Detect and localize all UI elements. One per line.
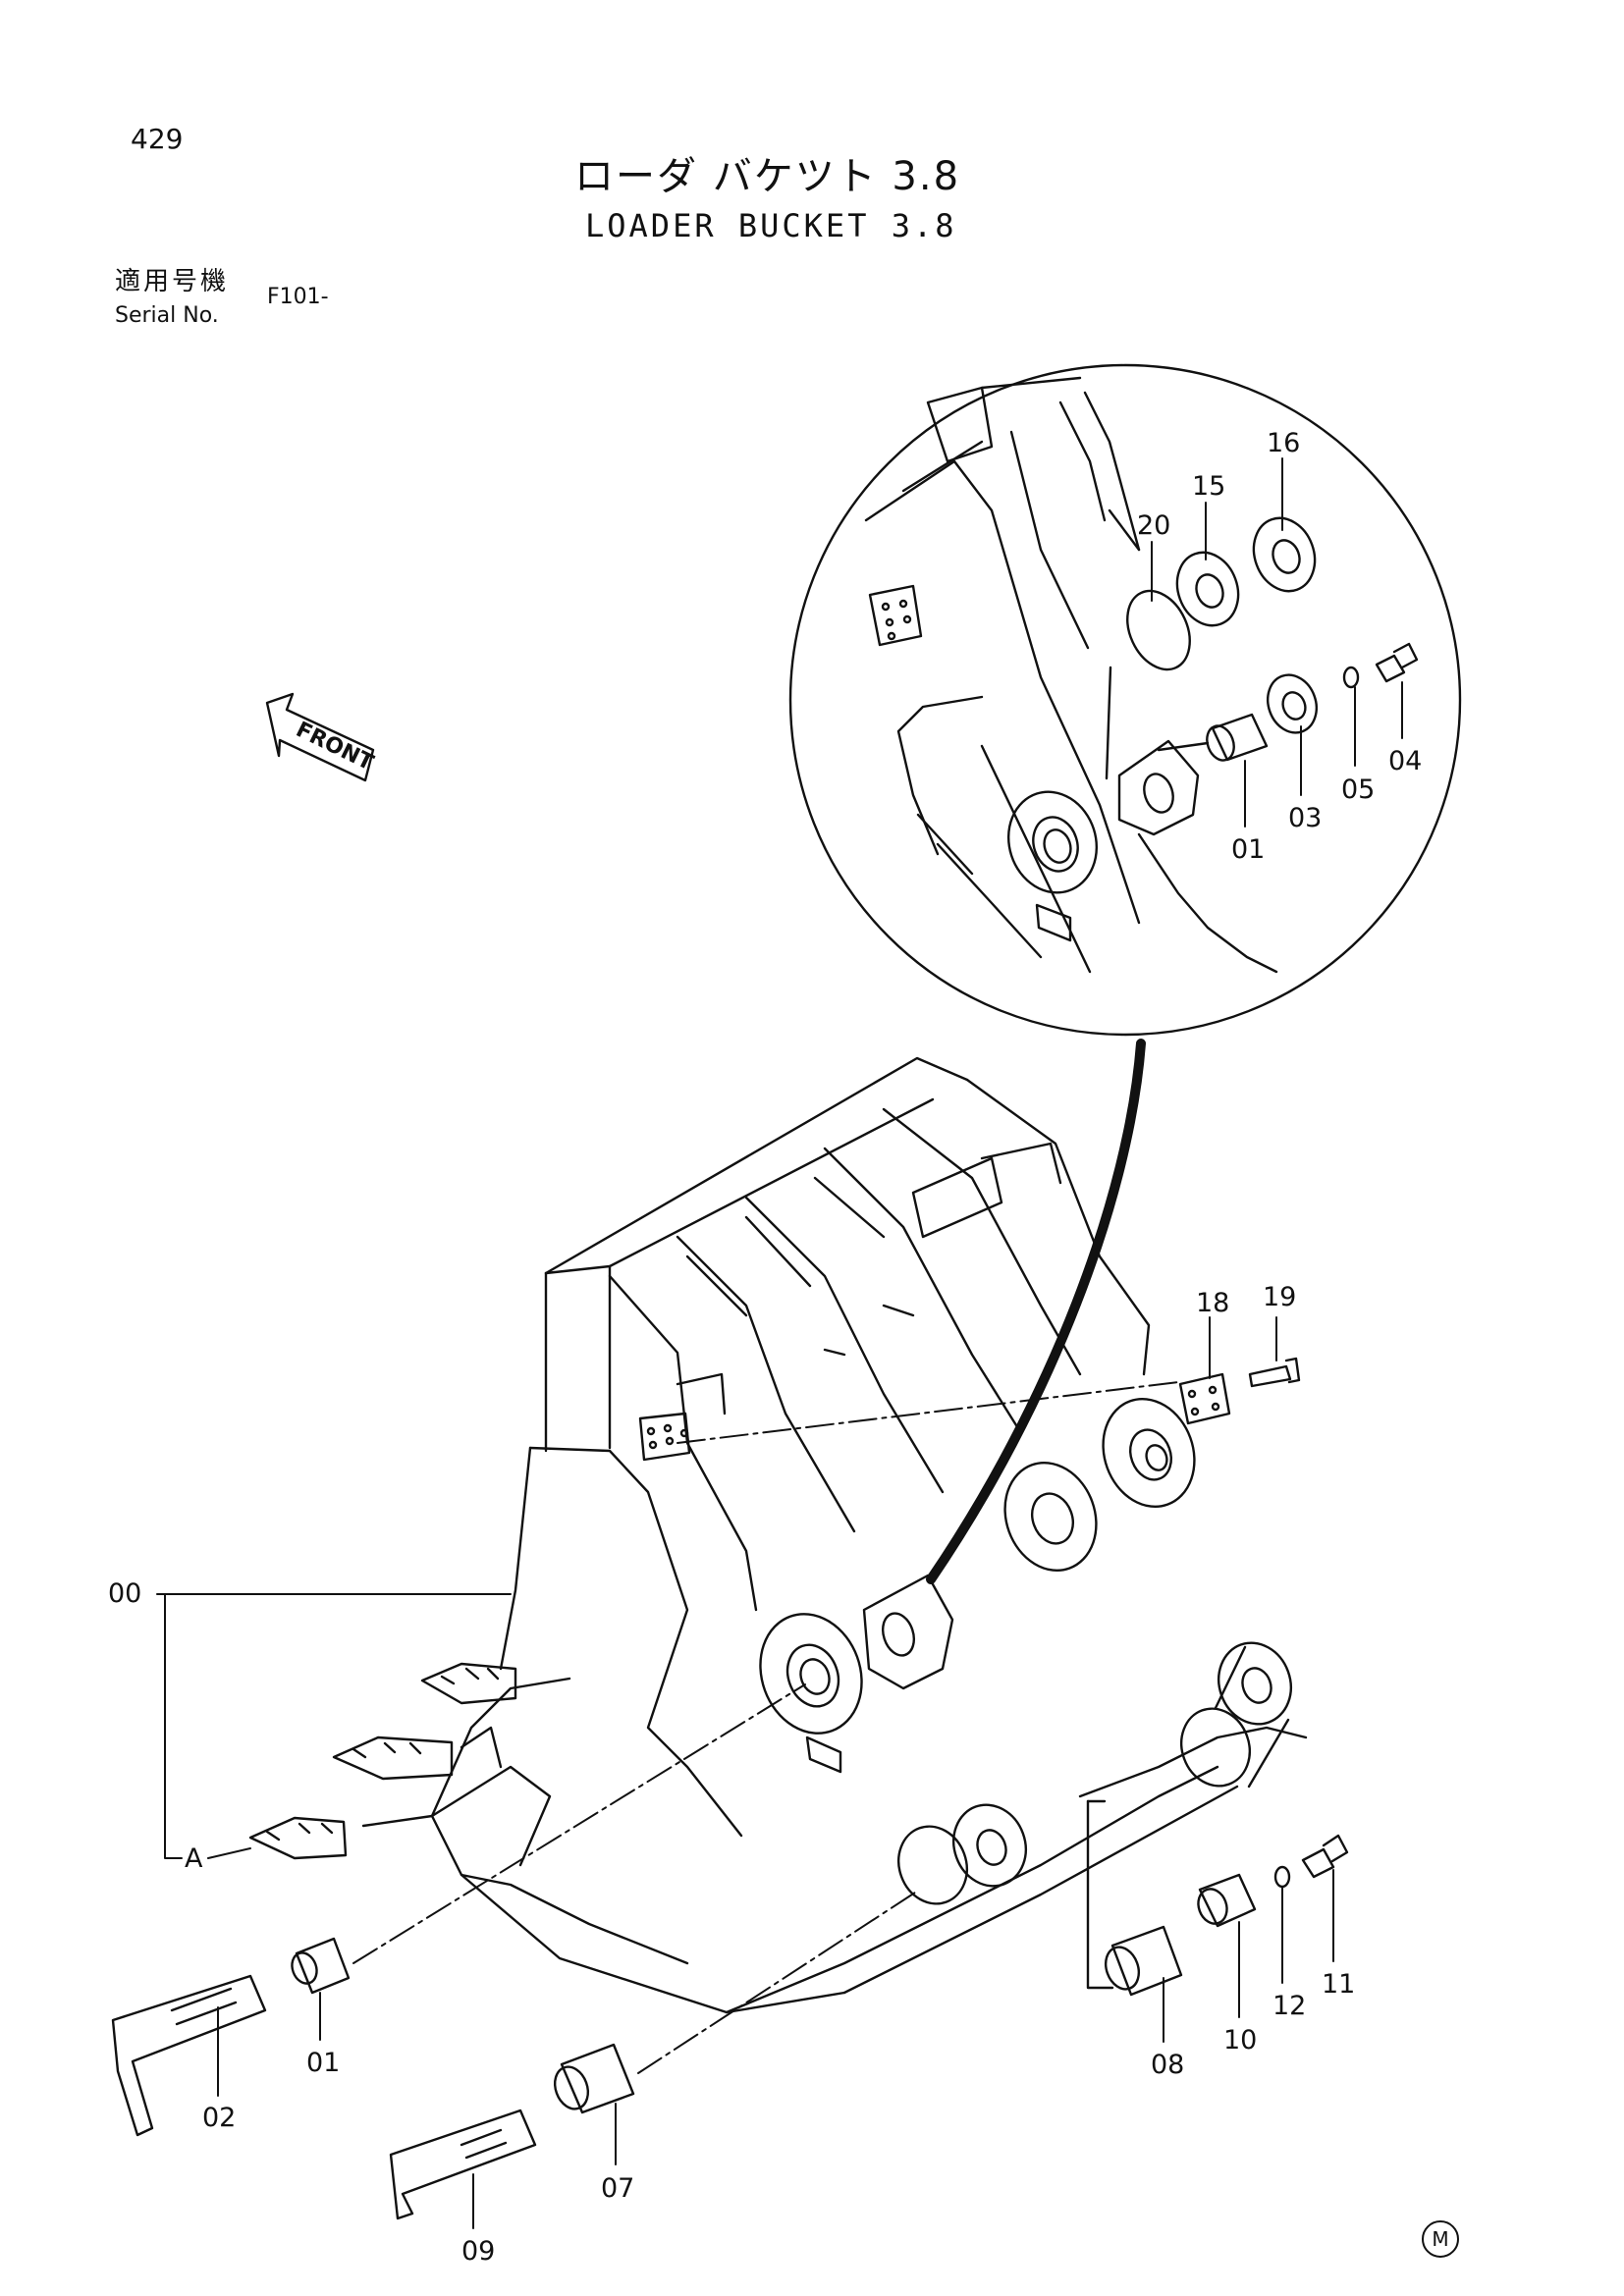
bushing-part-01 [291, 1937, 351, 1995]
bushing-part-07 [553, 2043, 635, 2114]
callout-10: 10 [1223, 2025, 1257, 2056]
callout-00: 00 [108, 1578, 141, 1609]
plate-part-detail [1267, 673, 1318, 734]
tooth-upper [420, 1662, 517, 1705]
plate-part-18 [1178, 1372, 1231, 1425]
bushing-part-detail [1206, 713, 1269, 762]
callout-01: 01 [306, 2048, 340, 2078]
detail-callout-05: 05 [1341, 774, 1375, 805]
detail-callout-03: 03 [1288, 803, 1322, 833]
serial-label-japanese: 適用号機 [115, 267, 230, 296]
tooth-lower [248, 1816, 348, 1860]
pin-part-09 [389, 2109, 537, 2220]
bushing-part-08 [1104, 1925, 1183, 1997]
washer-part-detail [1342, 666, 1360, 689]
detail-view [788, 363, 1462, 1037]
page-number: 429 [131, 123, 184, 155]
detail-callout-04: 04 [1388, 746, 1422, 776]
bolt-part-19 [1248, 1357, 1301, 1388]
bolt-part-detail [1375, 642, 1419, 683]
detail-callout-01: 01 [1231, 834, 1265, 865]
loader-bucket [248, 1056, 1308, 2014]
serial-label-english: Serial No. [115, 303, 219, 328]
detail-callout-20: 20 [1137, 510, 1170, 541]
bolt-part-11 [1301, 1834, 1349, 1879]
detail-callout-16: 16 [1267, 428, 1300, 458]
detail-callout-15: 15 [1192, 471, 1225, 502]
shim-part-15 [1175, 551, 1240, 627]
callout-08: 08 [1151, 2050, 1184, 2080]
front-arrow-icon: FRONT [265, 692, 377, 782]
pin-part-02 [111, 1974, 267, 2137]
callout-07: 07 [601, 2173, 634, 2204]
callout-02: 02 [202, 2103, 236, 2133]
callout-11: 11 [1322, 1969, 1355, 2000]
serial-number-value: F101- [267, 285, 329, 309]
plate-part-10 [1197, 1873, 1257, 1928]
o-ring-part [1126, 589, 1191, 671]
tooth-middle [332, 1735, 454, 1781]
washer-part-12 [1273, 1865, 1291, 1889]
callout-A: A [185, 1843, 203, 1874]
callout-12: 12 [1272, 1991, 1306, 2021]
page-title-english: LOADER BUCKET 3.8 [585, 207, 957, 244]
callout-19: 19 [1263, 1282, 1296, 1312]
shim-part-16 [1252, 516, 1317, 593]
page-title-japanese: ローダ バケツト 3.8 [574, 154, 961, 199]
callout-09: 09 [461, 2236, 495, 2267]
manufacturer-mark: M [1422, 2220, 1459, 2258]
callout-18: 18 [1196, 1288, 1229, 1318]
